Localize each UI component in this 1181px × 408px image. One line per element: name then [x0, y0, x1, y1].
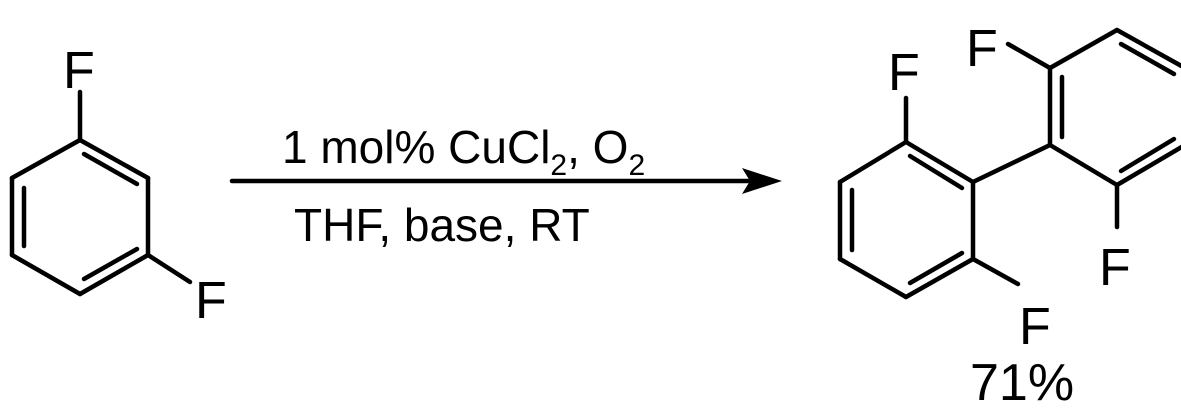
- bond: [907, 153, 965, 191]
- product-molecule: F F F F 71%: [837, 20, 1181, 408]
- reactant-ring: [9, 137, 151, 297]
- fluorine-label-right-ring-top: F: [966, 20, 998, 78]
- catalyst-subscript: 2: [550, 149, 567, 182]
- bond: [903, 256, 976, 300]
- product-ring-right: [1047, 27, 1181, 188]
- conditions-line-1: 1 mol% CuCl2, O2: [282, 121, 645, 182]
- yield-label: 71%: [970, 354, 1074, 408]
- bond: [81, 151, 140, 187]
- conditions-line-2: THF, base, RT: [294, 199, 590, 251]
- bond: [1005, 41, 1053, 71]
- bond: [77, 252, 151, 297]
- bond: [970, 256, 1021, 287]
- bond: [1047, 27, 1120, 71]
- bond: [145, 252, 193, 285]
- reaction-arrow-group: 1 mol% CuCl2, O2 THF, base, RT: [229, 121, 782, 251]
- bond: [907, 250, 965, 286]
- bond: [9, 252, 83, 297]
- fluorine-label-left-ring-top: F: [888, 44, 920, 102]
- reactant-molecule: F F: [9, 42, 227, 330]
- bond: [1114, 144, 1181, 188]
- bond: [1118, 136, 1177, 174]
- bond: [837, 139, 909, 185]
- bond: [837, 256, 909, 300]
- bond: [9, 137, 83, 181]
- catalyst-text: 1 mol% CuCl: [282, 121, 550, 173]
- biaryl-bond: [970, 142, 1053, 185]
- fluorine-label-right: F: [195, 272, 227, 330]
- fluorine-label-left-ring-bottom: F: [1019, 298, 1051, 356]
- oxidant-subscript: 2: [628, 149, 645, 182]
- oxidant-text: , O: [567, 121, 628, 173]
- fluorine-label-top: F: [63, 42, 95, 100]
- bond: [903, 139, 976, 185]
- product-ring-left: [837, 139, 976, 300]
- bond: [1114, 27, 1181, 69]
- bond: [81, 246, 140, 282]
- fluorine-label-right-ring-bottom: F: [1099, 239, 1131, 297]
- bond: [77, 137, 151, 181]
- reaction-arrow-head: [742, 168, 782, 194]
- bond: [1118, 41, 1177, 77]
- bond: [1047, 142, 1120, 188]
